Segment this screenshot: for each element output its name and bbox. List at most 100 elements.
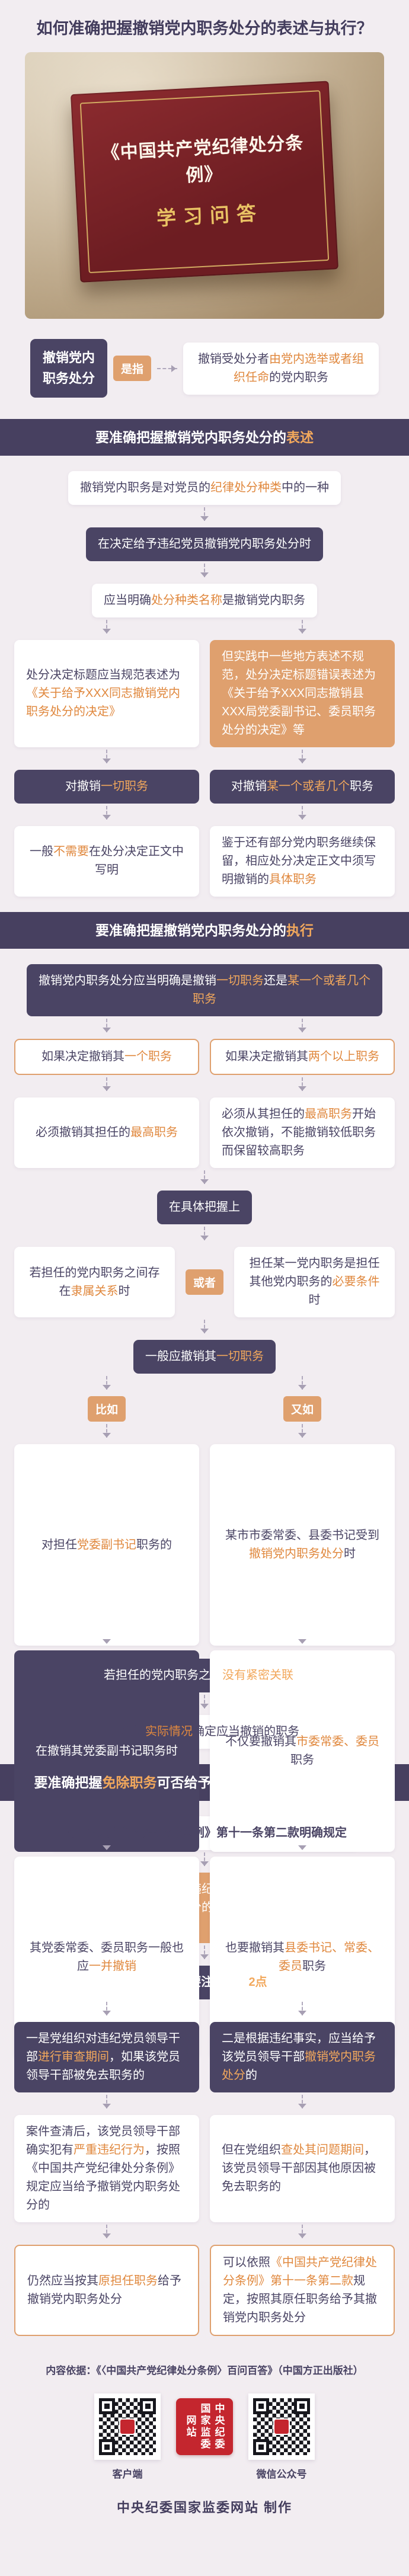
one-post-note-box: 必须撤销其担任的最高职务 (14, 1097, 199, 1168)
no-relation-note-text: 可根据实际情况确定应当撤销的职务 (110, 1725, 299, 1738)
wrong-title-box: 但实践中一些地方表述不规范，处分决定标题错误表述为《关于给予XXX同志撤销县XX… (210, 639, 395, 747)
decision-note-row: 必须撤销其担任的最高职务 必须从其担任的最高职务开始依次撤销，不能撤销较低职务而… (0, 1097, 409, 1168)
case-note-row: 一般不需要在处分决定正文中写明 鉴于还有部分党内职务继续保留，相应处分决定正文中… (0, 825, 409, 897)
qr-center-logo-icon (119, 2418, 136, 2436)
qr-code-client (94, 2393, 161, 2460)
point-2-box: 二是根据违纪事实，应当给予该党员领导干部撤销党内职务处分的 (210, 2022, 395, 2093)
qr-client-label: 客户端 (112, 2469, 143, 2481)
point-note-row: 案件查清后，该党员领导干部确实犯有严重违纪行为，按照《中国共产党纪律处分条例》规… (0, 2115, 409, 2223)
ex2-step3-text: 也要撤销其县委书记、常委、委员职务 (225, 1941, 379, 1973)
multi-post-note-box: 必须从其担任的最高职务开始依次撤销，不能撤销较低职务而保留较高职务 (210, 1097, 395, 1168)
ex1-step2-text: 在撤销其党委副书记职务时 (36, 1744, 178, 1758)
flow-arrow-down (298, 2095, 306, 2113)
conclusion-box: 一般应撤销其一切职务 (133, 1340, 276, 1374)
ex2-step2-box: 不仅要撤销其市委常委、委员职务 (210, 1650, 395, 1852)
flow-arrow-down (200, 563, 209, 581)
ex2-step1-box: 某市市委常委、县委书记受到撤销党内职务处分时 (210, 1444, 395, 1646)
case-all-box: 对撤销一切职务 (14, 769, 199, 804)
no-relation-text: 若担任的党内职务之间没有紧密关联的 (104, 1669, 305, 1682)
correct-title-text: 处分决定标题应当规范表述为《关于给予XXX同志撤销党内职务处分的决定》 (26, 668, 181, 718)
point-1-result-box: 仍然应当按其原担任职务给予撤销党内职务处分 (14, 2245, 199, 2337)
qr-section: 客户端 中央纪委 国家监委 网站 微信公众号 (0, 2393, 409, 2481)
flow-arrow-down (103, 2002, 111, 2020)
wrong-title-text: 但实践中一些地方表述不规范，处分决定标题错误表述为《关于给予XXX同志撤销县XX… (222, 649, 376, 737)
one-post-box: 如果决定撤销其一个职务 (14, 1039, 199, 1075)
point-2-note-box: 但在党组织查处其问题期间，该党员领导干部因其他原因被免去职务的 (210, 2115, 395, 2223)
flow-arrow-down (298, 619, 306, 638)
one-post-note-text: 必须撤销其担任的最高职务 (36, 1126, 178, 1139)
book-cover: 《中国共产党纪律处分条例》 学习问答 (70, 81, 339, 283)
ccdi-logo-line: 网站 (184, 2415, 196, 2439)
s2-step1-box: 撤销党内职务处分应当明确是撤销一切职务还是某一个或者几个职务 (27, 964, 382, 1016)
flow-arrow-down (298, 1424, 306, 1442)
ex1-step3-text: 其党委常委、委员职务一般也应一并撤销 (30, 1941, 184, 1973)
point-2-text: 二是根据违纪事实，应当给予该党员领导干部撤销党内职务处分的 (222, 2032, 376, 2082)
split-arrows (0, 804, 409, 826)
case-all-text: 对撤销一切职务 (65, 779, 148, 793)
case-some-text: 对撤销某一个或者几个职务 (231, 779, 373, 793)
condition-a-text: 若担任的党内职务之间存在隶属关系时 (29, 1266, 160, 1298)
flow-arrow-down (200, 1170, 209, 1188)
qr-client-item: 客户端 (94, 2393, 161, 2481)
flow-arrow-down (200, 507, 209, 525)
term-box: 撤销党内职务处分 (30, 339, 107, 398)
ex2-step2-text: 不仅要撤销其市委常委、委员职务 (225, 1735, 379, 1767)
example-1-label: 比如 (87, 1396, 126, 1422)
flow-arrow-down (298, 2002, 306, 2020)
point-1-text: 一是党组织对违纪党员领导干部进行审查期间，如果该党员领导干部被免去职务的 (26, 2032, 180, 2082)
point-row: 一是党组织对违纪党员领导干部进行审查期间，如果该党员领导干部被免去职务的 二是根… (0, 2022, 409, 2093)
condition-row: 若担任的党内职务之间存在隶属关系时 或者 担任某一党内职务是担任其他党内职务的必… (0, 1247, 409, 1317)
flow-arrow-down (103, 619, 111, 638)
case-all-note-box: 一般不需要在处分决定正文中写明 (14, 825, 199, 897)
condition-a-box: 若担任的党内职务之间存在隶属关系时 (14, 1247, 175, 1317)
point-1-note-text: 案件查清后，该党员领导干部确实犯有严重违纪行为，按照《中国共产党纪律处分条例》规… (26, 2125, 180, 2212)
correct-title-box: 处分决定标题应当规范表述为《关于给予XXX同志撤销党内职务处分的决定》 (14, 639, 199, 747)
point-result-row: 仍然应当按其原担任职务给予撤销党内职务处分 可以依照《中国共产党纪律处分条例》第… (0, 2245, 409, 2337)
rule-text: 对于在立案审查中因涉嫌严重违纪被免职的党员，有必要依据本条例规定给予撤销党内职务… (36, 1883, 368, 1933)
flow-arrow-down (103, 2225, 111, 2242)
case-all-note-text: 一般不需要在处分决定正文中写明 (30, 845, 184, 877)
flow-arrow-down (103, 749, 111, 767)
flow-arrow-down (298, 2225, 306, 2242)
example-1-flow: 对担任党委副书记职务的 在撤销其党委副书记职务时 其党委常委、委员职务一般也应一… (14, 1444, 199, 2058)
flow-arrow-down (103, 1376, 111, 1394)
split-arrows (0, 1422, 409, 1444)
ccdi-logo-line: 国家监委 (199, 2403, 210, 2451)
cover-photo: 《中国共产党纪律处分条例》 学习问答 (25, 52, 384, 319)
one-post-text: 如果决定撤销其一个职务 (41, 1050, 172, 1063)
flow-arrow-down (298, 749, 306, 767)
s1-step2-box: 在决定给予违纪党员撤销党内职务处分时 (86, 527, 323, 561)
ccdi-logo: 中央纪委 国家监委 网站 (176, 2398, 233, 2456)
flow-arrow-down (298, 1376, 306, 1394)
section-heading-expression: 要准确把握撤销党内职务处分的表述 (0, 418, 409, 456)
multi-post-note-text: 必须从其担任的最高职务开始依次撤销，不能撤销较低职务而保留较高职务 (222, 1108, 376, 1157)
condition-b-text: 担任某一党内职务是担任其他党内职务的必要条件时 (249, 1257, 380, 1307)
grasp-box: 在具体把握上 (157, 1191, 252, 1224)
ccdi-logo-line: 中央纪委 (213, 2403, 225, 2451)
definition-text: 撤销受处分者由党内选举或者组织任命的党内职务 (198, 352, 364, 384)
book-title: 《中国共产党纪律处分条例》 (101, 133, 305, 187)
split-arrows (0, 1075, 409, 1097)
split-arrows (0, 2092, 409, 2115)
rule-text-box: 对于在立案审查中因涉嫌严重违纪被免职的党员，有必要依据本条例规定给予撤销党内职务… (24, 1873, 385, 1944)
example-2-flow: 某市市委常委、县委书记受到撤销党内职务处分时 不仅要撤销其市委常委、委员职务 也… (210, 1444, 395, 2058)
book-cover-frame: 《中国共产党纪律处分条例》 学习问答 (79, 90, 330, 274)
flow-arrow-down (200, 1945, 209, 1963)
point-1-result-text: 仍然应当按其原担任职务给予撤销党内职务处分 (27, 2274, 181, 2306)
qr-wechat-label: 微信公众号 (256, 2469, 307, 2481)
multi-post-box: 如果决定撤销其两个以上职务 (210, 1039, 395, 1075)
flow-arrow-down (200, 1852, 209, 1870)
split-arrows (0, 1016, 409, 1039)
multi-post-text: 如果决定撤销其两个以上职务 (225, 1050, 379, 1063)
s1-step2-text: 在决定给予违纪党员撤销党内职务处分时 (98, 537, 311, 551)
definition-flow: 撤销党内职务处分 是指 撤销受处分者由党内选举或者组织任命的党内职务 (14, 339, 395, 398)
page-title: 如何准确把握撤销党内职务处分的表述与执行？ (36, 20, 373, 37)
split-arrows (0, 1999, 409, 2022)
qr-finder-icon (294, 2398, 310, 2415)
definition-box: 撤销受处分者由党内选举或者组织任命的党内职务 (183, 342, 379, 395)
qr-wechat-item: 微信公众号 (248, 2393, 315, 2481)
ex1-step2-box: 在撤销其党委副书记职务时 (14, 1650, 199, 1852)
note-bar-text: 实践中需要注意以下2点 (142, 1976, 267, 1989)
example-label-row: 比如 又如 (0, 1396, 409, 1422)
